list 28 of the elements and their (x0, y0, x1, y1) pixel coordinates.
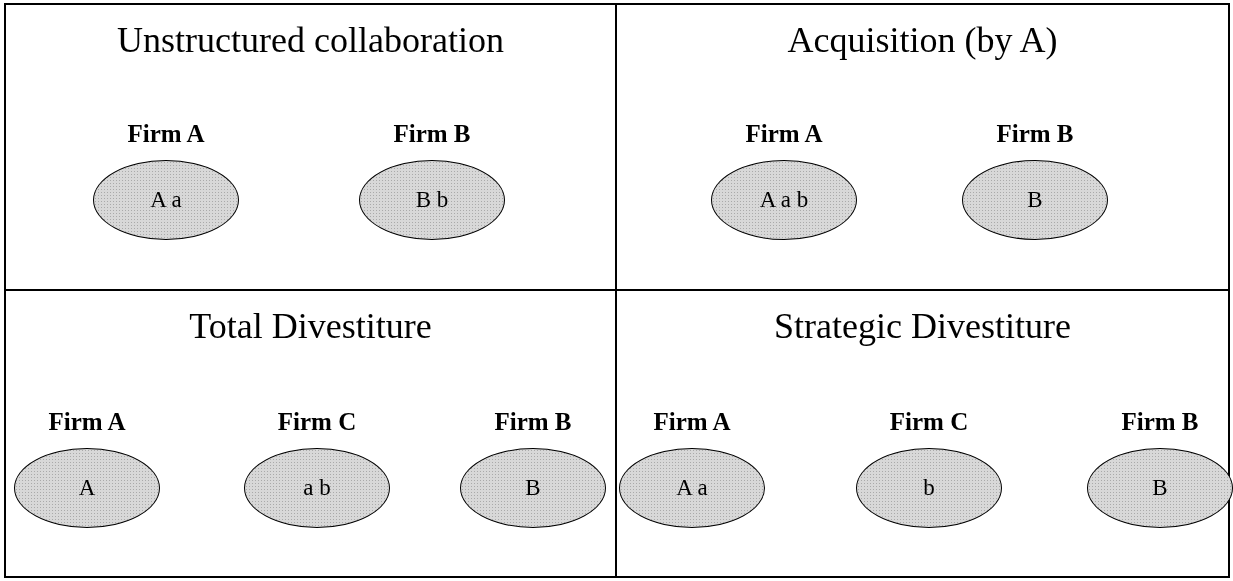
ellipse-label: A a b (759, 187, 809, 213)
firm-name: Firm A (48, 408, 126, 436)
ellipse-label: A a (676, 475, 708, 501)
panel (4, 289, 617, 578)
firm-name: Firm B (1121, 408, 1199, 436)
ellipse-label: B (525, 475, 541, 501)
firm-name: Firm B (393, 120, 471, 148)
ellipse-label: B (1152, 475, 1168, 501)
firm-name: Firm C (277, 408, 357, 436)
panel (615, 3, 1230, 291)
panel-title: Acquisition (by A) (787, 19, 1058, 61)
ellipse-label: B b (415, 187, 449, 213)
panel-title: Strategic Divestiture (774, 305, 1071, 347)
ellipse-label: a b (303, 475, 331, 501)
firm-name: Firm A (745, 120, 823, 148)
ellipse-label: B (1027, 187, 1043, 213)
panel-title: Total Divestiture (189, 305, 432, 347)
firm-name: Firm B (996, 120, 1074, 148)
firm-name: Firm A (653, 408, 731, 436)
panel (4, 3, 617, 291)
ellipse-label: A (78, 475, 96, 501)
ellipse-label: b (923, 475, 935, 501)
firm-name: Firm C (889, 408, 969, 436)
panel-title: Unstructured collaboration (117, 19, 504, 61)
firm-name: Firm B (494, 408, 572, 436)
ellipse-label: A a (150, 187, 182, 213)
panel (615, 289, 1230, 578)
firm-name: Firm A (127, 120, 205, 148)
